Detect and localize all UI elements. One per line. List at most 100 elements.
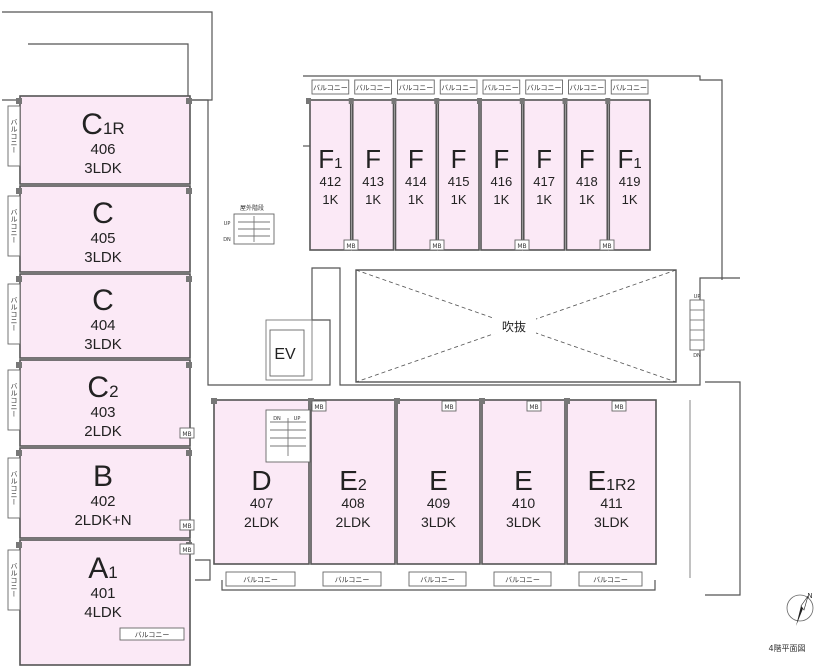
balcony bbox=[225, 571, 296, 587]
unit-type: F bbox=[493, 144, 509, 174]
unit-type-label: F1 bbox=[618, 144, 642, 174]
unit-type: E bbox=[587, 465, 606, 496]
east-stair-up: UP bbox=[694, 294, 701, 300]
inner-stair-dn: DN bbox=[273, 416, 281, 422]
meter-box bbox=[599, 239, 615, 251]
void-label: 吹抜 bbox=[502, 320, 526, 334]
balcony bbox=[482, 79, 521, 95]
inner-stair: DN UP bbox=[265, 409, 311, 463]
meter-box-label: MB bbox=[444, 404, 453, 411]
meter-box-label: MB bbox=[602, 243, 611, 250]
balcony-label: バルコニー bbox=[420, 576, 455, 584]
unit-number: 416 bbox=[491, 174, 513, 189]
east-stair-dn: DN bbox=[693, 353, 701, 359]
balcony-label: バルコニー bbox=[10, 563, 18, 598]
meter-box-label: MB bbox=[517, 243, 526, 250]
meter-box bbox=[429, 239, 445, 251]
balcony bbox=[311, 79, 350, 95]
unit-layout: 2LDK bbox=[244, 514, 280, 530]
balcony bbox=[7, 457, 21, 519]
balcony-label: バルコニー bbox=[356, 84, 391, 92]
unit-type-label: F bbox=[408, 144, 424, 174]
stair-label: 屋外階段 bbox=[240, 204, 264, 212]
unit-type-label: E bbox=[514, 465, 533, 496]
unit-type-sub: 1 bbox=[633, 155, 641, 172]
stair-dn-label: DN bbox=[223, 237, 231, 243]
balcony bbox=[397, 79, 435, 95]
unit-layout: 3LDK bbox=[84, 160, 122, 177]
balcony-label: バルコニー bbox=[135, 631, 170, 639]
building-outline bbox=[2, 11, 741, 596]
unit-layout: 3LDK bbox=[84, 249, 122, 266]
meter-box bbox=[179, 519, 195, 531]
unit-type-label: F bbox=[451, 144, 467, 174]
balcony-label: バルコニー bbox=[10, 471, 18, 506]
unit-type: B bbox=[93, 460, 113, 493]
unit-type: A bbox=[88, 552, 108, 585]
unit-number: 418 bbox=[576, 174, 598, 189]
unit-type-label: F1 bbox=[318, 144, 342, 174]
unit-number: 417 bbox=[533, 174, 555, 189]
unit-layout: 3LDK bbox=[506, 514, 542, 530]
unit-layout: 1K bbox=[322, 192, 338, 207]
unit-number: 402 bbox=[90, 493, 115, 510]
unit-type-sub: 2 bbox=[109, 382, 118, 401]
unit-type-label: E1R2 bbox=[587, 465, 635, 496]
unit-number: 415 bbox=[448, 174, 470, 189]
balcony-label: バルコニー bbox=[441, 84, 476, 92]
unit-number: 405 bbox=[90, 230, 115, 247]
meter-box bbox=[611, 400, 627, 412]
unit-type: C bbox=[92, 284, 114, 317]
unit-layout: 1K bbox=[493, 192, 509, 207]
unit-number: 419 bbox=[619, 174, 641, 189]
balcony-label: バルコニー bbox=[593, 576, 628, 584]
balcony-label: バルコニー bbox=[243, 576, 278, 584]
balcony bbox=[119, 627, 185, 641]
unit-type-label: F bbox=[579, 144, 595, 174]
meter-box bbox=[526, 400, 542, 412]
unit-type-label: C2 bbox=[87, 371, 118, 404]
meter-box bbox=[514, 239, 530, 251]
unit-type: F bbox=[365, 144, 381, 174]
unit-type-sub: 1 bbox=[334, 155, 342, 172]
unit-type-label: F bbox=[536, 144, 552, 174]
unit-type-label: C1R bbox=[81, 108, 124, 141]
unit-type-sub: 1R bbox=[103, 119, 125, 138]
unit-type-label: C bbox=[92, 197, 114, 230]
meter-box-label: MB bbox=[182, 431, 191, 438]
balcony-label: バルコニー bbox=[527, 84, 562, 92]
balcony bbox=[354, 79, 392, 95]
meter-box bbox=[179, 543, 195, 555]
unit-number: 408 bbox=[341, 495, 365, 511]
balcony-label: バルコニー bbox=[335, 576, 370, 584]
unit-type-label: E bbox=[429, 465, 448, 496]
unit-number: 412 bbox=[320, 174, 342, 189]
balcony bbox=[525, 79, 563, 95]
outdoor-stair: 屋外階段 UP DN bbox=[223, 204, 275, 245]
unit-layout: 2LDK bbox=[335, 514, 371, 530]
unit-type: E bbox=[514, 465, 533, 496]
unit-type: D bbox=[251, 465, 271, 496]
meter-box-label: MB bbox=[182, 547, 191, 554]
